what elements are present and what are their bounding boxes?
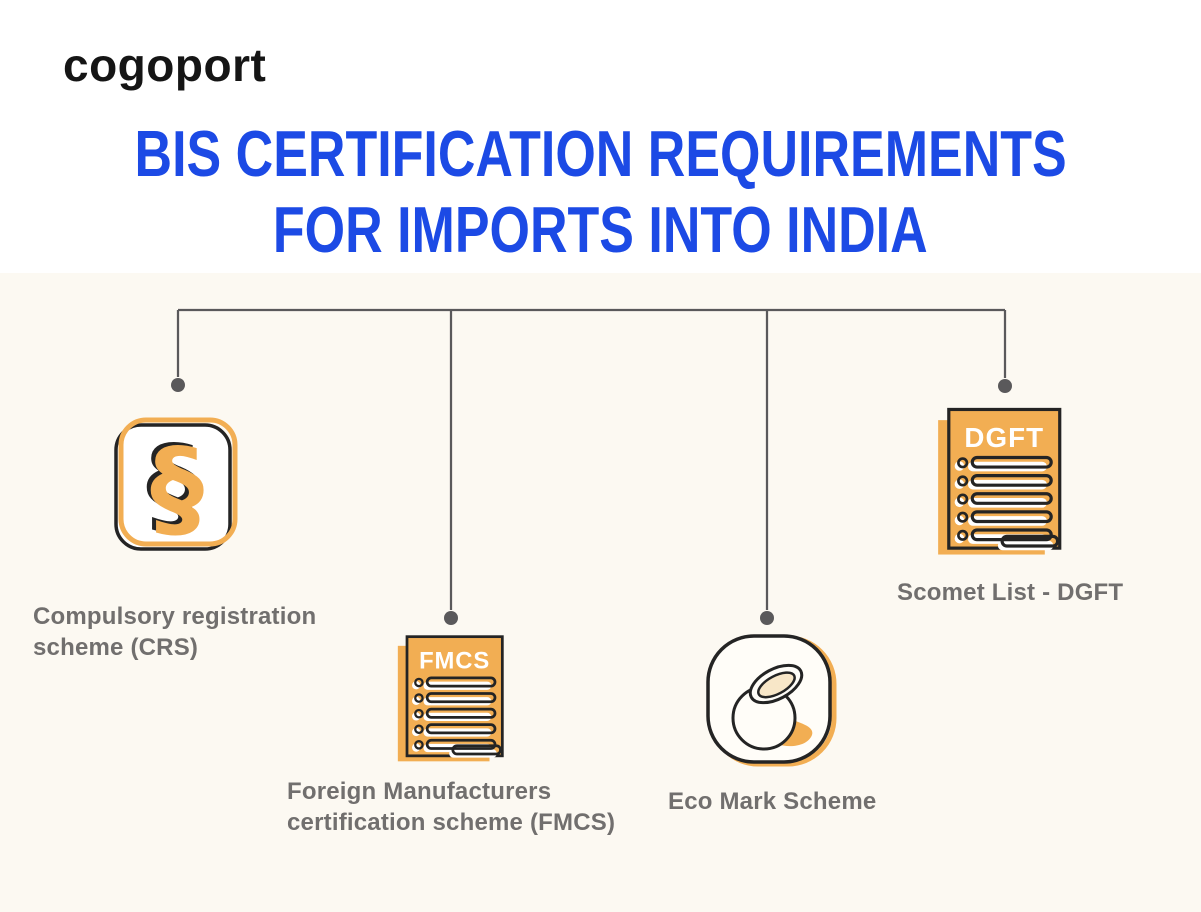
label-dgft-line1: Scomet List - DGFT — [897, 579, 1124, 606]
page-title-line1: BIS CERTIFICATION REQUIREMENTS — [134, 117, 1067, 190]
label-fmcs: Foreign Manufacturers certification sche… — [287, 776, 615, 838]
label-eco: Eco Mark Scheme — [668, 786, 876, 817]
bis-frame-orange — [118, 417, 238, 547]
page-title: BIS CERTIFICATION REQUIREMENTS FOR IMPOR… — [0, 116, 1201, 268]
connector-tree — [171, 308, 1012, 625]
label-fmcs-line1: Foreign Manufacturers — [287, 778, 552, 805]
tree-dot-crs — [171, 378, 185, 392]
label-fmcs-line2: certification scheme (FMCS) — [287, 809, 616, 836]
bis-knot-outline: § — [146, 423, 200, 548]
cogoport-logo: cogoport — [63, 39, 267, 91]
doc-text-lines — [954, 455, 1060, 551]
eco-mark-pot-icon — [706, 634, 837, 767]
fmcs-document-icon: FMCS — [397, 635, 504, 762]
label-crs-line1: Compulsory registration — [33, 603, 317, 630]
eco-pot-rim — [748, 663, 804, 705]
dgft-document-icon: DGFT — [938, 407, 1062, 555]
bis-knot-orange: § — [150, 426, 204, 551]
tree-dot-fmcs — [444, 611, 458, 625]
fmcs-badge-label: FMCS — [419, 648, 490, 675]
tree-dot-dgft — [998, 379, 1012, 393]
label-dgft: Scomet List - DGFT — [897, 577, 1123, 608]
header-band: cogoport BIS CERTIFICATION REQUIREMENTS … — [0, 0, 1201, 273]
doc-text-lines — [412, 676, 502, 758]
bis-standard-mark-icon: § § — [114, 417, 238, 551]
label-crs: Compulsory registration scheme (CRS) — [33, 601, 316, 663]
dgft-badge-label: DGFT — [964, 422, 1044, 453]
label-eco-line1: Eco Mark Scheme — [668, 788, 877, 815]
tree-dot-eco — [760, 611, 774, 625]
page-title-line2: FOR IMPORTS INTO INDIA — [273, 193, 928, 266]
bis-frame-black — [114, 423, 232, 551]
label-crs-line2: scheme (CRS) — [33, 634, 199, 661]
